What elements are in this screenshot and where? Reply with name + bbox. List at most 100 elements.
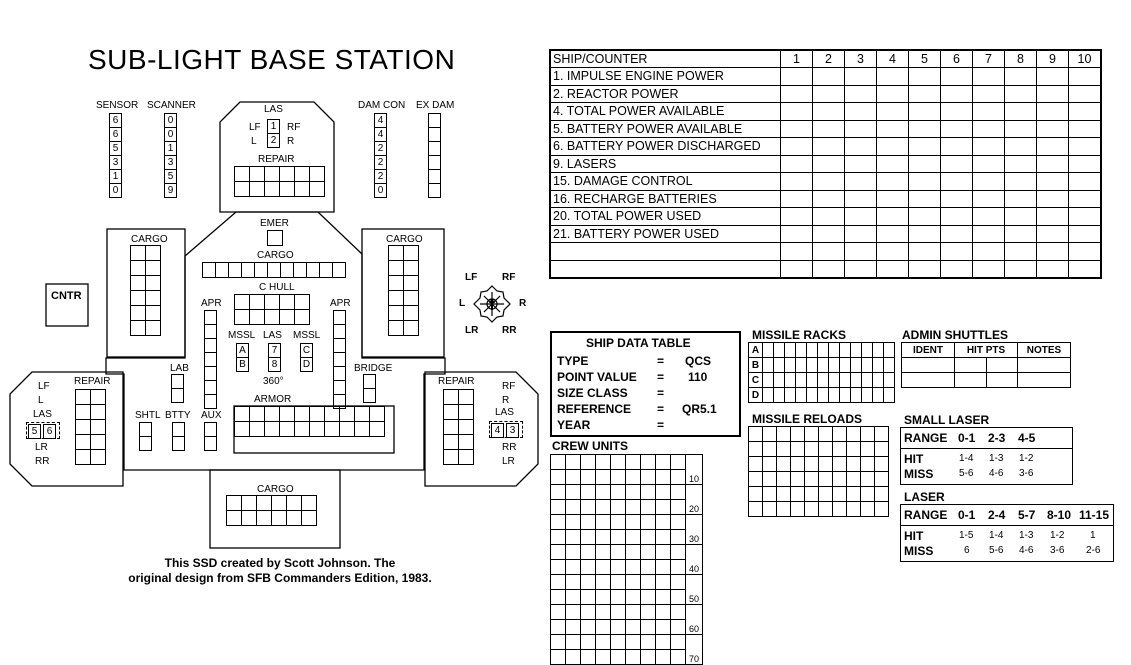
laser-box-1[interactable]: 1 [267, 119, 280, 134]
shuttle-cell[interactable] [1017, 372, 1071, 388]
reload-box[interactable] [874, 456, 889, 472]
crew-box[interactable] [565, 499, 581, 515]
scanner-box[interactable]: 3 [164, 156, 177, 170]
crew-box[interactable] [580, 634, 596, 650]
rack-box[interactable] [784, 372, 796, 388]
crew-box[interactable] [670, 499, 686, 515]
status-cell[interactable] [780, 242, 813, 261]
shuttle-cell[interactable] [1017, 357, 1071, 373]
reload-box[interactable] [832, 426, 847, 442]
reload-box[interactable] [874, 471, 889, 487]
status-cell[interactable] [780, 119, 813, 138]
reload-box[interactable] [748, 456, 763, 472]
crew-box[interactable] [640, 499, 656, 515]
reload-box[interactable] [846, 456, 861, 472]
status-cell[interactable] [844, 207, 877, 226]
crew-box[interactable] [625, 529, 641, 545]
crew-box[interactable] [670, 649, 686, 665]
exdam-box[interactable] [428, 170, 441, 184]
status-cell[interactable] [940, 242, 973, 261]
status-cell[interactable] [780, 259, 813, 279]
crew-box[interactable] [610, 634, 626, 650]
crew-box[interactable] [610, 544, 626, 560]
crew-box[interactable] [655, 454, 671, 470]
status-cell[interactable] [908, 102, 941, 121]
crew-box[interactable] [655, 589, 671, 605]
apr-box[interactable] [333, 339, 346, 353]
crew-box[interactable] [580, 454, 596, 470]
crew-box[interactable] [640, 484, 656, 500]
status-cell[interactable] [876, 224, 909, 243]
shuttle-cell[interactable] [985, 372, 1018, 388]
status-cell[interactable] [972, 119, 1005, 138]
rack-box[interactable] [806, 342, 818, 358]
reload-box[interactable] [846, 441, 861, 457]
crew-box[interactable] [625, 559, 641, 575]
status-cell[interactable] [1068, 137, 1102, 156]
left-cargo-grid[interactable] [130, 245, 161, 336]
crew-box[interactable] [595, 589, 611, 605]
crew-box[interactable] [625, 469, 641, 485]
status-cell[interactable] [1068, 67, 1102, 86]
reload-box[interactable] [804, 441, 819, 457]
crew-box[interactable] [640, 514, 656, 530]
apr-box[interactable] [204, 381, 217, 395]
status-cell[interactable] [908, 189, 941, 208]
rack-box[interactable] [828, 372, 840, 388]
crew-box[interactable] [595, 574, 611, 590]
rack-box[interactable] [806, 387, 818, 403]
reload-box[interactable] [860, 441, 875, 457]
status-cell[interactable] [780, 84, 813, 103]
shuttle-cell[interactable] [901, 357, 955, 373]
status-cell[interactable] [1004, 67, 1037, 86]
crew-box[interactable] [565, 634, 581, 650]
reload-box[interactable] [832, 501, 847, 517]
status-cell[interactable] [1004, 102, 1037, 121]
crew-box[interactable] [625, 454, 641, 470]
crew-box[interactable] [550, 574, 566, 590]
crew-box[interactable] [580, 559, 596, 575]
rack-box[interactable] [850, 342, 862, 358]
crew-box[interactable] [595, 499, 611, 515]
status-cell[interactable] [876, 84, 909, 103]
status-cell[interactable] [1036, 119, 1069, 138]
lab-box[interactable] [171, 374, 184, 389]
crew-box[interactable] [670, 559, 686, 575]
status-cell[interactable] [1068, 207, 1102, 226]
shtl-box[interactable] [139, 422, 152, 437]
damcon-box[interactable]: 4 [374, 113, 387, 128]
reload-box[interactable] [860, 471, 875, 487]
status-cell[interactable] [844, 224, 877, 243]
crew-box[interactable] [610, 604, 626, 620]
crew-box[interactable] [595, 529, 611, 545]
status-cell[interactable] [972, 224, 1005, 243]
top-repair-grid[interactable] [234, 166, 325, 197]
crew-box[interactable] [625, 589, 641, 605]
crew-box[interactable] [595, 604, 611, 620]
status-cell[interactable] [908, 259, 941, 279]
status-cell[interactable] [1004, 242, 1037, 261]
rack-box[interactable] [762, 372, 774, 388]
crew-box[interactable] [550, 454, 566, 470]
reload-box[interactable] [832, 456, 847, 472]
rack-box[interactable] [795, 372, 807, 388]
exdam-box[interactable] [428, 113, 441, 128]
reload-box[interactable] [818, 501, 833, 517]
status-cell[interactable] [780, 224, 813, 243]
rack-box[interactable] [861, 372, 873, 388]
status-cell[interactable] [972, 137, 1005, 156]
reload-box[interactable] [776, 501, 791, 517]
crew-box[interactable] [565, 559, 581, 575]
status-cell[interactable] [940, 207, 973, 226]
status-cell[interactable] [844, 84, 877, 103]
status-cell[interactable] [876, 207, 909, 226]
rack-box[interactable] [839, 372, 851, 388]
reload-box[interactable] [748, 441, 763, 457]
status-cell[interactable] [972, 242, 1005, 261]
aux-box[interactable] [204, 422, 217, 437]
rack-box[interactable] [817, 387, 829, 403]
status-cell[interactable] [876, 172, 909, 191]
rack-box[interactable] [861, 387, 873, 403]
rack-box[interactable] [784, 387, 796, 403]
